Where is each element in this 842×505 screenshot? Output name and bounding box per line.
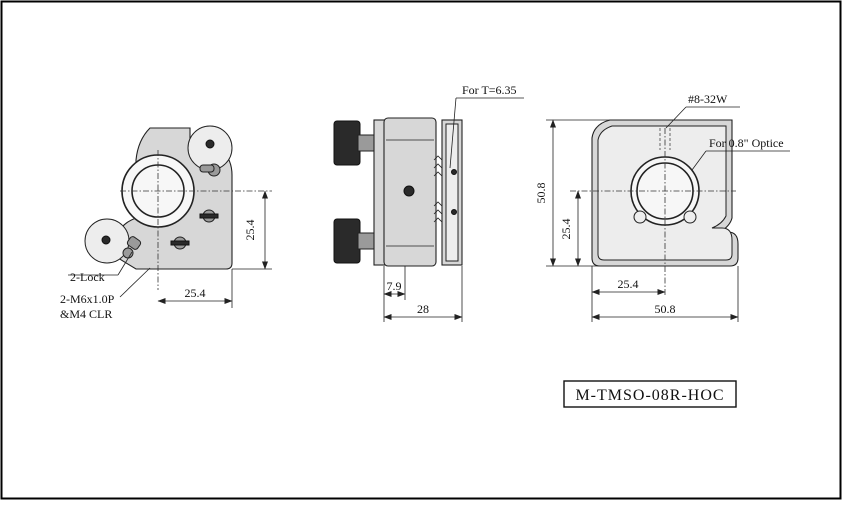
thickness-leader: [449, 97, 457, 169]
side-dim-small-label: 7.9: [387, 279, 402, 293]
rear-dim-width-overall-label: 50.8: [655, 302, 676, 316]
front-view-screw-upper-slot: [199, 213, 219, 219]
front-view: 25.4 25.4 2-Lock 2-M6x1.0P &M4 CLR: [60, 125, 272, 321]
thread-callout-line2: &M4 CLR: [60, 307, 112, 321]
rear-dim-height-overall-label: 50.8: [534, 183, 548, 204]
rear-dim-width-center-label: 25.4: [618, 277, 639, 291]
lock-leader: [117, 251, 133, 276]
side-view: For T=6.35 7.9 28: [333, 83, 524, 322]
rear-view: #8-32W For 0.8" Optice 50.8 25.4 25.4 50…: [534, 92, 790, 322]
lock-callout: 2-Lock: [70, 270, 105, 284]
thread-callout-line1: 2-M6x1.0P: [60, 292, 115, 306]
side-view-upper-knob-shaft: [357, 134, 375, 152]
front-dim-vertical-label: 25.4: [243, 220, 257, 241]
side-view-screw-lower: [451, 209, 457, 215]
side-view-center-hole: [403, 185, 415, 197]
side-dim-overall-label: 28: [417, 302, 429, 316]
front-view-upper-lock-lever: [199, 164, 215, 173]
front-view-screw-lower-slot: [170, 240, 190, 246]
side-view-rear-plate-face: [445, 123, 459, 262]
model-number-box: M-TMSO-08R-HOC: [563, 380, 737, 408]
optic-callout: For 0.8" Optice: [709, 136, 784, 150]
front-view-lower-knob-hub: [101, 235, 111, 245]
side-view-upper-knob: [333, 120, 361, 166]
thickness-callout: For T=6.35: [462, 83, 517, 97]
side-view-lower-knob: [333, 218, 361, 264]
side-view-screw-upper: [451, 169, 457, 175]
screw-leader: [665, 106, 687, 129]
side-view-lower-knob-shaft: [357, 232, 375, 250]
model-number: M-TMSO-08R-HOC: [575, 387, 724, 404]
screw-callout: #8-32W: [688, 92, 728, 106]
rear-view-hole-right: [683, 210, 697, 224]
front-view-lower-lock-lever: [126, 236, 142, 250]
rear-dim-height-center-label: 25.4: [559, 219, 573, 240]
front-view-upper-knob-hub: [205, 139, 215, 149]
thread-leader: [119, 267, 151, 298]
optic-leader: [691, 150, 707, 171]
front-dim-horizontal-label: 25.4: [185, 286, 206, 300]
rear-view-hole-left: [633, 210, 647, 224]
model-number-frame: [563, 380, 737, 408]
